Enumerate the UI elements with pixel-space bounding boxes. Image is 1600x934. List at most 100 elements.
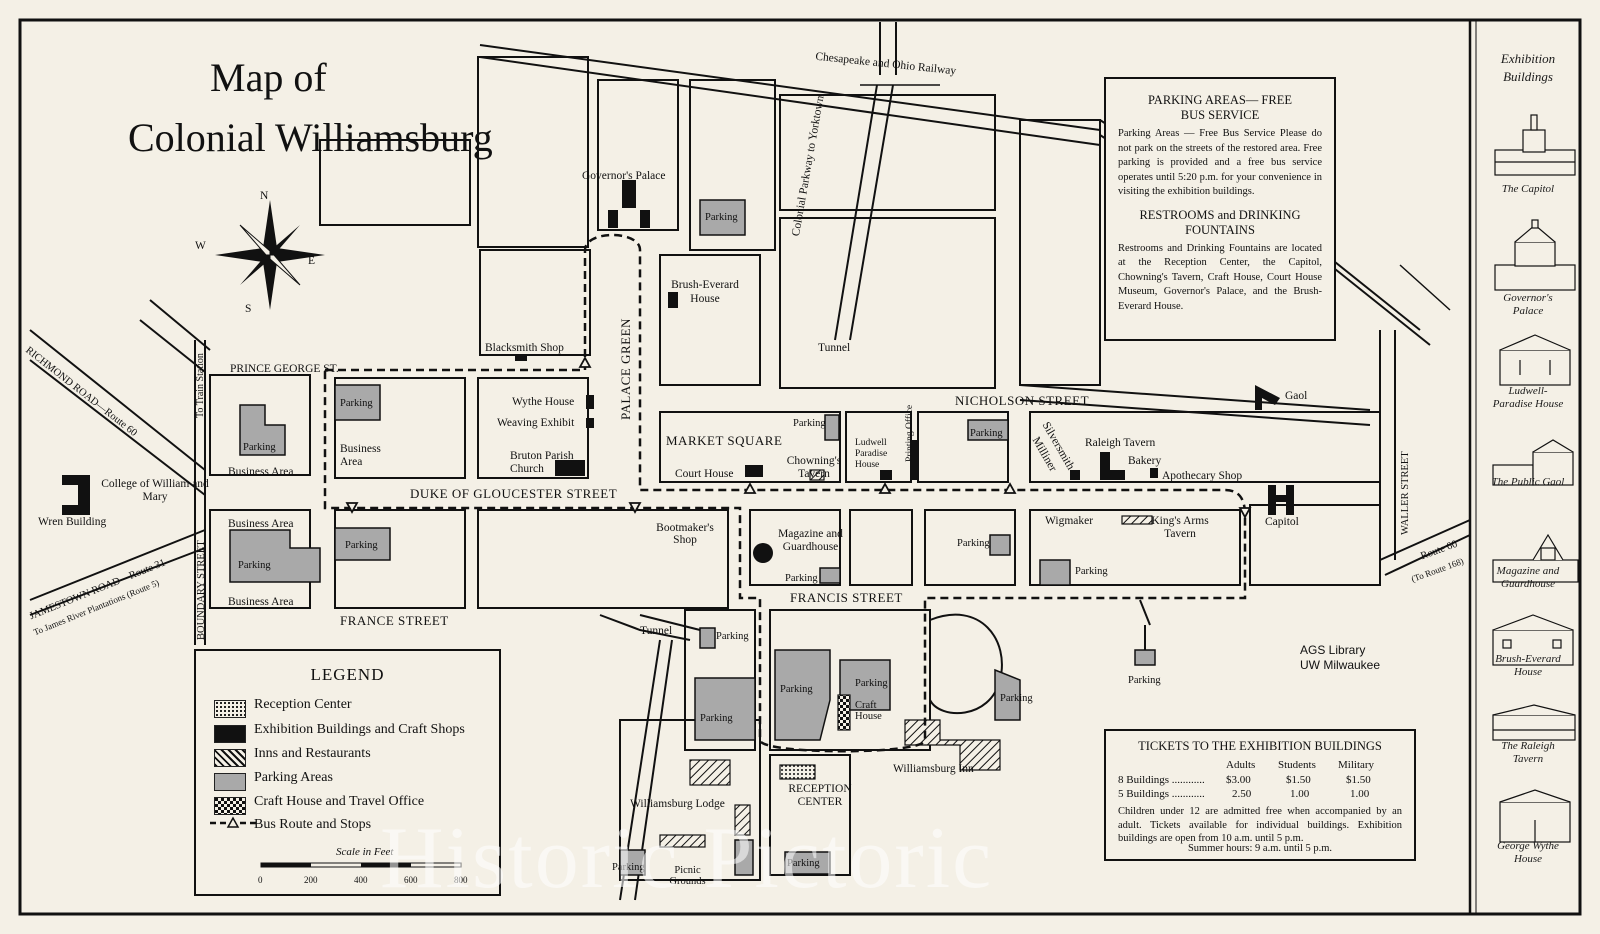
parking-panel-body: Parking Areas — Free Bus Service Please … xyxy=(1118,128,1322,197)
sidebar: Exhibition Buildings The Capitol Governo… xyxy=(1478,20,1578,914)
business-area-1: Business Area xyxy=(228,466,294,478)
sidebar-sketches xyxy=(1492,114,1579,843)
parking-label-8: Parking xyxy=(957,538,990,549)
scale-title: Scale in Feet xyxy=(336,846,394,858)
sidebar-heading: Exhibition Buildings xyxy=(1500,51,1556,84)
legend-swatch-reception xyxy=(214,700,246,718)
weaving-exhibit-label: Weaving Exhibit xyxy=(497,417,575,429)
wren-building-label: Wren Building xyxy=(38,516,107,528)
map-title-line1: Map of xyxy=(210,55,327,100)
parking-label-18: Parking xyxy=(787,858,820,869)
tickets-note: Children under 12 are admitted free when… xyxy=(1118,806,1402,844)
reception-center-label: RECEPTION CENTER xyxy=(788,783,852,808)
raleigh-tavern-label: Raleigh Tavern xyxy=(1085,437,1156,449)
map-title-line2: Colonial Williamsburg xyxy=(128,115,493,160)
sidebar-item-magazine: Magazine and Guardhouse xyxy=(1496,565,1560,590)
bakery-label: Bakery xyxy=(1128,455,1162,467)
parking-label-12: Parking xyxy=(700,713,733,724)
tickets-row1-students: $1.50 xyxy=(1286,774,1311,786)
scale-tick-800: 800 xyxy=(454,875,468,885)
roads xyxy=(29,22,1471,901)
legend-swatch-exhibition xyxy=(214,725,246,743)
parking-label-14: Parking xyxy=(855,678,888,689)
parking-label-6: Parking xyxy=(793,418,826,429)
governors-palace-label: Governor's Palace xyxy=(582,170,666,182)
tunnel-north-label: Tunnel xyxy=(818,342,851,354)
restrooms-body: Restrooms and Drinking Fountains are loc… xyxy=(1118,242,1322,312)
tickets-header-adults: Adults xyxy=(1226,759,1256,771)
blacksmith-label: Blacksmith Shop xyxy=(485,342,564,354)
compass-s: S xyxy=(245,303,252,315)
legend: LEGEND Reception Center Exhibition Build… xyxy=(196,651,499,894)
williamsburg-inn-label: Williamsburg Inn xyxy=(893,763,974,775)
parking-label-5: Parking xyxy=(238,560,271,571)
tickets-title: TICKETS TO THE EXHIBITION BUILDINGS xyxy=(1138,739,1382,753)
restrooms-heading: RESTROOMS and DRINKING FOUNTAINS xyxy=(1139,207,1301,237)
parking-label-10: Parking xyxy=(785,573,818,584)
parking-panel-box xyxy=(1104,77,1336,341)
tickets-row1-label: 8 Buildings ............ xyxy=(1118,774,1205,786)
compass-e: E xyxy=(308,255,316,267)
waller-street: WALLER STREET xyxy=(1400,451,1411,535)
city-blocks xyxy=(209,56,1381,881)
tickets-row2-label: 5 Buildings ............ xyxy=(1118,788,1205,800)
legend-swatch-inns xyxy=(214,749,246,767)
exhibition-buildings xyxy=(62,180,1294,563)
legend-swatch-craft xyxy=(214,797,246,815)
tickets-summer: Summer hours: 9 a.m. until 5 p.m. xyxy=(1187,843,1333,854)
railway xyxy=(860,84,1451,311)
tickets-row2-students: 1.00 xyxy=(1290,788,1310,800)
craft-house-label: Craft House xyxy=(855,700,882,722)
legend-item-bus: Bus Route and Stops xyxy=(254,817,372,832)
tickets-header-military: Military xyxy=(1338,759,1375,771)
boundary-street: BOUNDARY STREET xyxy=(196,540,207,640)
parking-label-9: Parking xyxy=(1075,566,1108,577)
compass-w: W xyxy=(195,240,206,252)
bus-route xyxy=(323,233,1247,753)
bruton-parish-label: Bruton Parish Church xyxy=(510,450,574,475)
sidebar-item-raleigh: The Raleigh Tavern xyxy=(1501,740,1555,765)
compass-n: N xyxy=(260,190,269,202)
sidebar-item-capitol: The Capitol xyxy=(1501,183,1555,195)
scale-tick-200: 200 xyxy=(304,875,318,885)
chownings-label: Chowning's Tavern xyxy=(786,455,842,480)
gaol-label: Gaol xyxy=(1285,390,1308,402)
parking-label-13: Parking xyxy=(780,684,813,695)
legend-bus-route-icon xyxy=(210,816,256,828)
legend-item-reception: Reception Center xyxy=(254,697,352,712)
parking-label-16: Parking xyxy=(1128,675,1161,686)
kings-arms-label: King's Arms Tavern xyxy=(1151,515,1209,540)
bootmaker-label: Bootmaker's Shop xyxy=(656,522,714,546)
wythe-house-label: Wythe House xyxy=(512,396,575,408)
tickets-panel: TICKETS TO THE EXHIBITION BUILDINGS Adul… xyxy=(1106,731,1414,859)
legend-item-parking: Parking Areas xyxy=(254,770,333,785)
sidebar-item-ludwell: Ludwell-Paradise House xyxy=(1492,385,1564,410)
college-label: College of William and Mary xyxy=(101,478,209,503)
market-square-label: MARKET SQUARE xyxy=(666,433,783,448)
business-area-2: Business Area xyxy=(340,443,381,468)
credit-line1: AGS Library xyxy=(1300,643,1366,657)
magazine-label: Magazine and Guardhouse xyxy=(778,528,843,553)
palace-green-street: PALACE GREEN xyxy=(618,318,633,420)
business-area-4: Business Area xyxy=(228,596,294,608)
apothecary-label: Apothecary Shop xyxy=(1162,470,1243,482)
france-street: FRANCE STREET xyxy=(340,613,449,628)
watermark: Historic Pictoric xyxy=(380,810,994,907)
bus-stops xyxy=(345,356,1252,519)
parking-label-15: Parking xyxy=(1000,693,1033,704)
parking-label-2: Parking xyxy=(243,442,276,453)
legend-item-craft: Craft House and Travel Office xyxy=(254,794,425,809)
sidebar-item-gaol: The Public Gaol xyxy=(1491,476,1565,488)
parking-label-7: Parking xyxy=(970,428,1003,439)
sidebar-item-wythe: George Wythe House xyxy=(1497,840,1559,865)
tickets-box xyxy=(1104,729,1416,861)
tickets-header-students: Students xyxy=(1278,759,1316,771)
inns-restaurants xyxy=(659,469,1153,848)
tickets-row1-military: $1.50 xyxy=(1346,774,1371,786)
scale-tick-400: 400 xyxy=(354,875,368,885)
legend-box xyxy=(194,649,501,896)
printing-office-label: Printing Office xyxy=(905,404,915,462)
wigmaker-label: Wigmaker xyxy=(1045,515,1094,527)
scale-tick-0: 0 xyxy=(258,875,263,885)
parking-panel: PARKING AREAS— FREE BUS SERVICE Parking … xyxy=(1106,79,1334,339)
